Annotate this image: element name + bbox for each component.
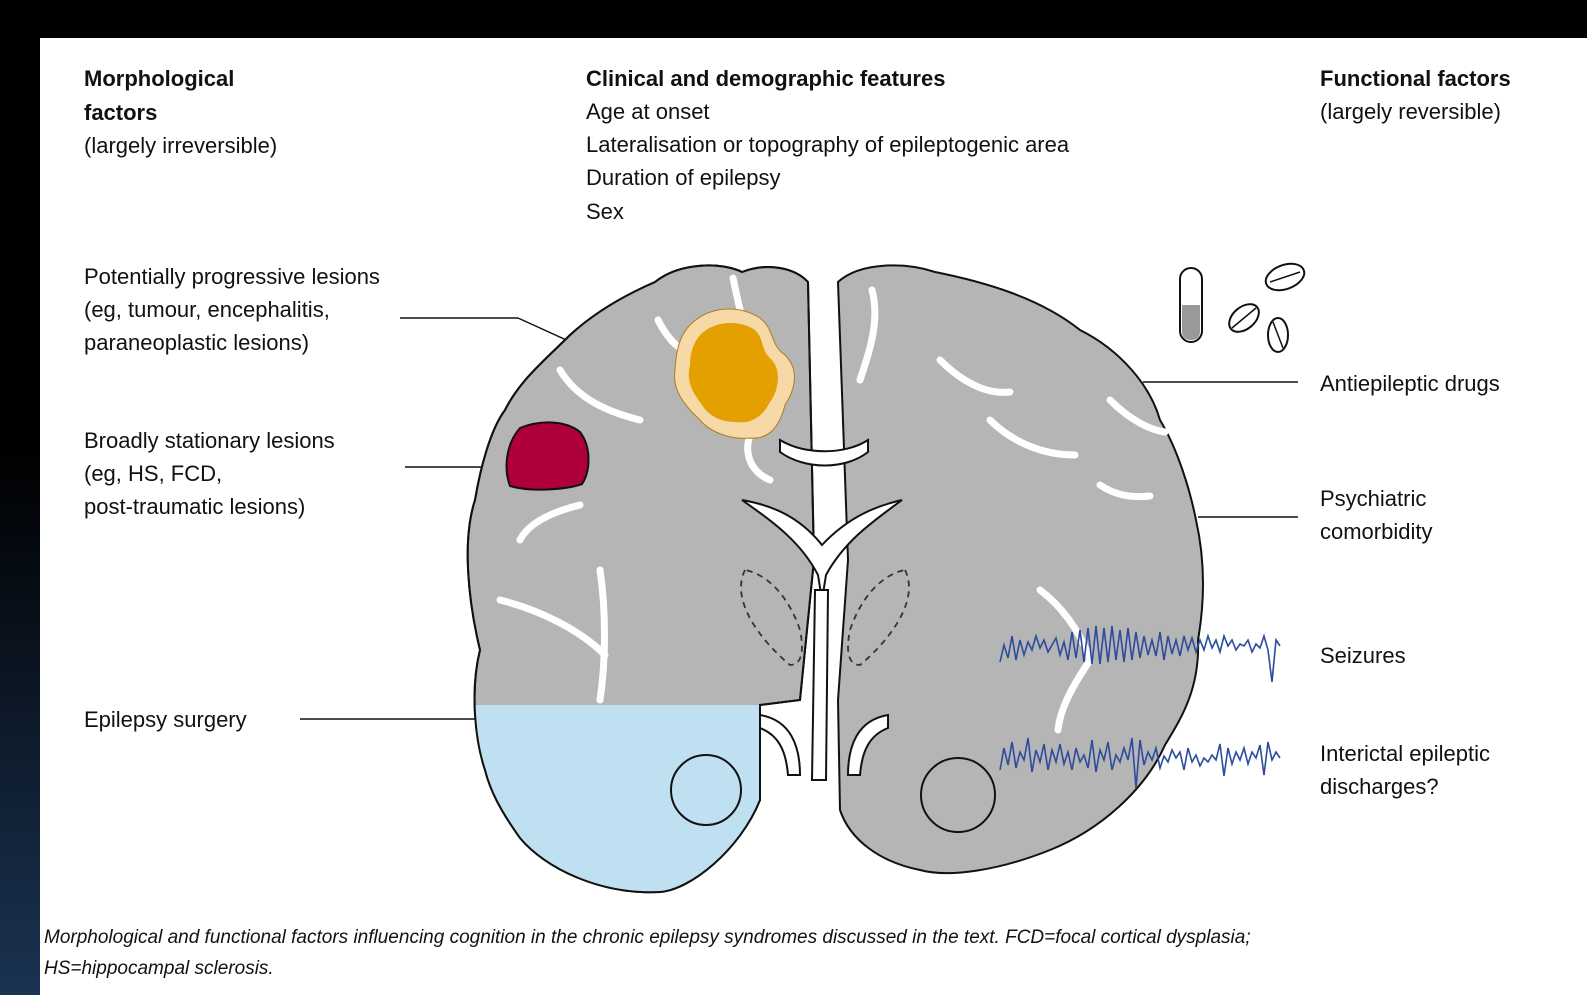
caption-line-2: HS=hippocampal sclerosis.: [44, 953, 1544, 984]
figure-caption: Morphological and functional factors inf…: [44, 922, 1544, 984]
right-hemisphere: [838, 265, 1203, 873]
caption-line-1: Morphological and functional factors inf…: [44, 922, 1544, 953]
stationary-lesion: [507, 422, 589, 489]
pill-icons: [1180, 259, 1308, 352]
surgery-region: [470, 705, 770, 905]
